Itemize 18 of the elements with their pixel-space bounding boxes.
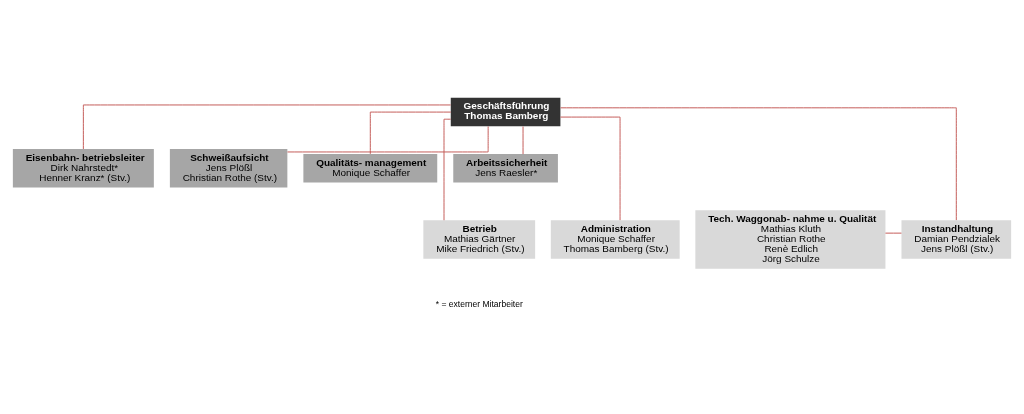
- connector: [885, 232, 902, 234]
- node-box: Tech. Waggonab- nahme u. Qualität Mathias Kluth Christian Rothe Renè Edlich Jörg Schulze: [695, 209, 886, 269]
- connector: [287, 125, 489, 152]
- node-box: Instandhaltung Damian Pendzialek Jens Plößl (Stv.): [901, 219, 1012, 259]
- label: * = externer Mitarbeiter: [435, 298, 523, 309]
- connector: [560, 106, 957, 221]
- node-box: Eisenbahn- betriebsleiter Dirk Nahrstedt* Henner Kranz* (Stv.): [12, 148, 154, 188]
- connector: [443, 118, 452, 221]
- node-box: Administration Monique Schaffer Thomas Bamberg (Stv.): [550, 219, 680, 259]
- node-box: Geschäftsführung Thomas Bamberg: [450, 97, 561, 126]
- node-box: Qualitäts- management Monique Schaffer: [303, 153, 438, 183]
- node-box: Betrieb Mathias Gärtner Mike Friedrich (Stv.): [423, 219, 536, 259]
- connector: [82, 104, 452, 149]
- node-box: Arbeitssicherheit Jens Raesler*: [453, 153, 558, 183]
- connector: [369, 111, 452, 154]
- connector: [522, 125, 524, 155]
- connector: [560, 116, 621, 221]
- node-box: Schweißaufsicht Jens Plößl Christian Rothe (Stv.): [169, 148, 288, 188]
